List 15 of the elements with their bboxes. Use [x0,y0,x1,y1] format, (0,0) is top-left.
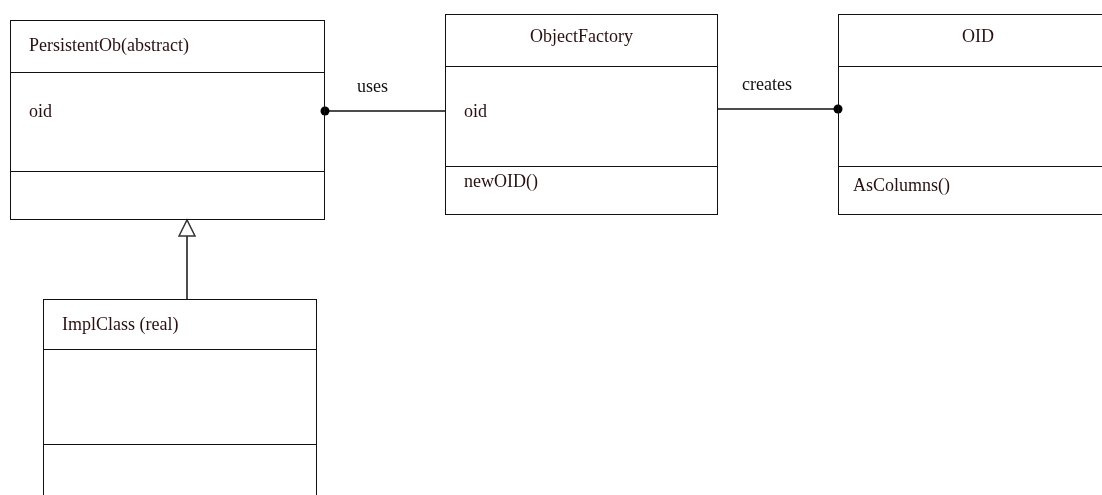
association-line [717,104,843,114]
method-text: newOID() [464,171,538,191]
class-name: ObjectFactory [529,26,634,46]
class-box [10,20,325,220]
class-box [445,14,718,215]
class-name: PersistentOb(abstract) [29,35,189,55]
method-text: AsColumns() [853,175,950,195]
generalization-arrow [178,219,196,300]
class-name: ImplClass (real) [62,314,179,334]
attribute-text: oid [29,101,52,121]
class-name: OID [961,26,995,46]
attribute-text: oid [464,101,487,121]
association-line [320,106,446,116]
class-box [43,299,317,495]
class-box [838,14,1102,215]
